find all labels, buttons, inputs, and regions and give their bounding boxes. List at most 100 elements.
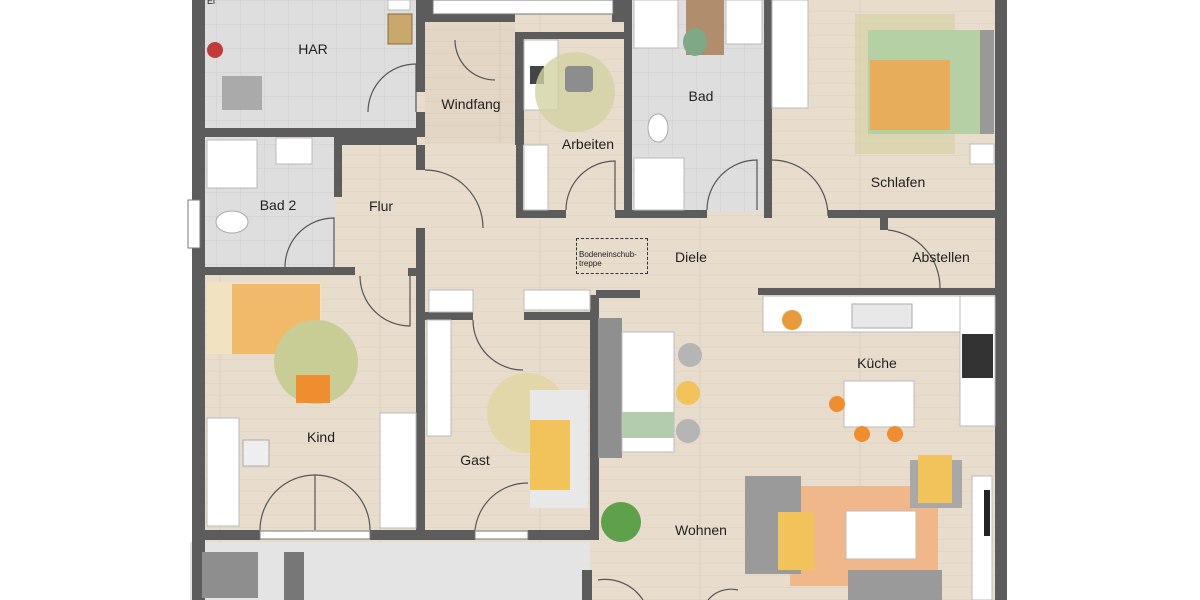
window-top-windfang xyxy=(432,0,614,15)
arbeiten-chair xyxy=(565,66,593,92)
room-label-arbeiten: Arbeiten xyxy=(561,136,615,152)
wall-gast-right xyxy=(590,295,599,540)
window-left-bad2 xyxy=(187,199,201,249)
room-label-har: HAR xyxy=(298,41,328,57)
door-gast-bottom xyxy=(474,482,529,531)
door-schlafen xyxy=(771,159,829,217)
wall-gast-top xyxy=(425,312,473,320)
bad2-shower xyxy=(206,139,258,189)
dining-chair-1 xyxy=(678,343,702,367)
schlafen-nightstand xyxy=(969,143,995,165)
wall-bottom-kind2 xyxy=(370,530,425,540)
wall-windfang-top-right xyxy=(612,0,624,22)
door-windfang xyxy=(454,39,496,81)
wall-gast-top3 xyxy=(596,290,640,298)
har-vacuum xyxy=(207,42,223,58)
schlafen-headboard xyxy=(980,30,994,134)
terrace-lounger xyxy=(202,552,258,598)
wall-bad-right xyxy=(764,0,772,218)
door-bad2 xyxy=(284,217,335,268)
kitchen-chair-1 xyxy=(829,396,845,412)
terrace-divider xyxy=(284,552,304,600)
gast-wardrobe xyxy=(426,319,452,437)
kind-chair xyxy=(242,439,270,467)
wall-bad2-bottom xyxy=(205,267,355,275)
floor-windfang-tile xyxy=(425,18,515,143)
wohnen-sofa-bottom xyxy=(848,570,942,600)
kitchen-fruit xyxy=(782,310,802,330)
wall-windfang-top-left xyxy=(425,0,433,22)
windows xyxy=(187,0,614,540)
room-label-schlafen: Schlafen xyxy=(870,174,926,190)
wohnen-tv xyxy=(984,490,990,536)
wall-wohnen-bottom-stub xyxy=(582,570,592,600)
arbeiten-shelf xyxy=(523,144,549,211)
room-label-gast: Gast xyxy=(460,452,490,468)
wall-har-bottom xyxy=(205,128,417,137)
wall-gast-top2 xyxy=(524,312,598,320)
room-label-wohnen: Wohnen xyxy=(675,522,727,538)
room-label-windfang: Windfang xyxy=(441,96,501,112)
wall-bad2-right xyxy=(334,137,342,197)
wall-windfang-top xyxy=(425,14,515,22)
kind-pouf xyxy=(296,375,330,403)
kitchen-table xyxy=(843,380,915,428)
wall-arbeiten-top xyxy=(515,32,625,39)
bad-sink xyxy=(725,0,763,45)
door-flur xyxy=(424,169,484,229)
kitchen-hob xyxy=(962,334,993,378)
gast-shelf xyxy=(523,289,591,311)
bad2-sink xyxy=(275,137,313,165)
attic-ladder-note-line2: treppe xyxy=(579,259,602,268)
bad2-toilet xyxy=(215,210,249,234)
wohnen-armchair-blanket xyxy=(918,455,952,503)
door-gast xyxy=(472,319,524,371)
dining-bench xyxy=(598,318,622,458)
wall-left xyxy=(192,0,205,600)
wall-abstellen-bottom xyxy=(884,288,995,295)
kitchen-chair-3 xyxy=(887,426,903,442)
door-abstellen xyxy=(887,229,941,289)
dining-runner xyxy=(622,412,674,438)
dining-chair-3 xyxy=(676,419,700,443)
attic-ladder-note-line1: Bodeneinschub- xyxy=(579,250,637,259)
room-label-bad2: Bad 2 xyxy=(259,197,297,213)
wohnen-coffee-table xyxy=(845,510,917,560)
room-label-kind: Kind xyxy=(306,429,336,445)
wall-arbeiten-left xyxy=(516,142,523,217)
gast-blanket xyxy=(530,420,570,490)
schlafen-blanket xyxy=(870,60,950,130)
room-label-bad: Bad xyxy=(688,88,714,104)
door-har xyxy=(367,63,417,113)
wall-kind-right xyxy=(416,228,425,538)
window-bottom-gast xyxy=(474,530,529,540)
wall-kitchen-top xyxy=(758,288,886,295)
har-basket xyxy=(387,13,413,45)
door-kind-bottom-left xyxy=(259,474,316,531)
kind-rug xyxy=(274,320,358,404)
wall-flur-right xyxy=(416,145,425,170)
bad-bathtub xyxy=(633,0,679,49)
wall-har-right xyxy=(416,0,425,92)
wall-bottom-gast2 xyxy=(528,530,598,540)
wall-abstellen-left xyxy=(880,218,888,230)
gast-shelf-top xyxy=(428,289,474,313)
kitchen-sink xyxy=(851,303,913,329)
bad-toilet xyxy=(647,113,669,143)
room-label-diele: Diele xyxy=(675,249,707,265)
furniture xyxy=(202,0,996,600)
wall-schlafen-bottom xyxy=(828,210,995,218)
wall-har-right-lower xyxy=(416,112,425,137)
door-wohnen-bottom xyxy=(597,578,644,600)
door-arbeiten xyxy=(565,160,616,211)
wohnen-plant xyxy=(601,502,641,542)
wall-bad-left xyxy=(624,0,632,218)
wall-windfang-right xyxy=(515,35,524,145)
kitchen-chair-2 xyxy=(854,426,870,442)
wall-bottom-kind xyxy=(205,530,260,540)
bad-shower xyxy=(633,157,685,211)
kind-desk xyxy=(206,417,240,527)
attic-ladder-note: Bodeneinschub- treppe xyxy=(576,238,648,274)
dining-chair-2 xyxy=(676,381,700,405)
